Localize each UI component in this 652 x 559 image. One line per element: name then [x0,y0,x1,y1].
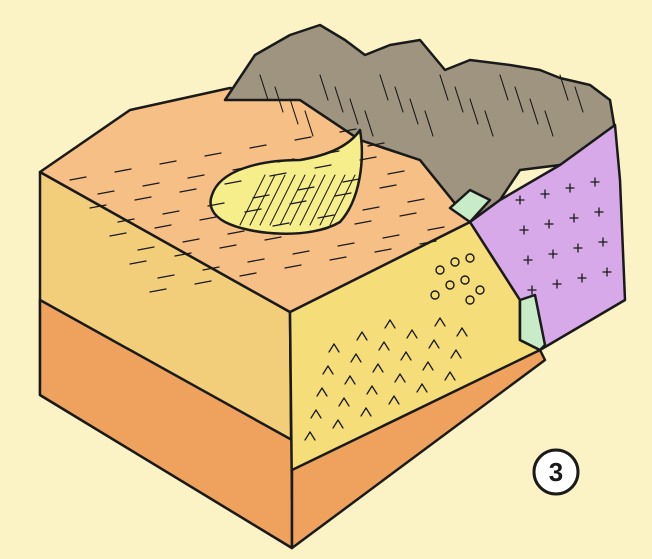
number-badge-icon: 3 [534,450,578,494]
step-number: 3 [549,457,563,487]
